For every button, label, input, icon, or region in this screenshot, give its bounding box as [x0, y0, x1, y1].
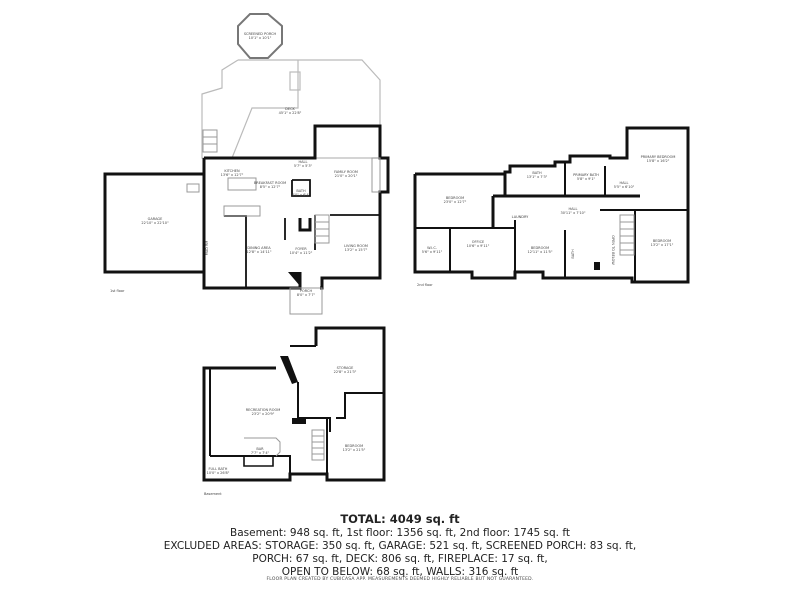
svg-text:BEDROOM: BEDROOM [653, 239, 671, 243]
svg-text:12'8" x 14'11": 12'8" x 14'11" [246, 250, 271, 254]
excluded-areas-line2: PORCH: 67 sq. ft, DECK: 806 sq. ft, FIRE… [252, 553, 548, 565]
garage-walls [103, 172, 206, 274]
svg-text:10'4" x 11'2": 10'4" x 11'2" [290, 251, 313, 255]
svg-text:5'6" x 9'11": 5'6" x 9'11" [422, 250, 443, 254]
svg-text:MUD RM: MUD RM [205, 241, 209, 256]
svg-text:HALL: HALL [569, 207, 578, 211]
svg-text:DECK: DECK [285, 107, 295, 111]
svg-text:22'8" x 21'3": 22'8" x 21'3" [334, 370, 357, 374]
excluded-areas-line3: OPEN TO BELOW: 68 sq. ft, WALLS: 316 sq.… [281, 566, 519, 578]
svg-text:BEDROOM: BEDROOM [345, 444, 363, 448]
porch-outline [289, 287, 323, 315]
svg-text:STORAGE: STORAGE [337, 366, 354, 370]
svg-text:BEDROOM: BEDROOM [446, 196, 464, 200]
first-floor-plan: 1st floor [103, 13, 390, 315]
svg-text:23'0" x 12'7": 23'0" x 12'7" [444, 200, 467, 204]
svg-text:LAUNDRY: LAUNDRY [512, 215, 530, 219]
screened-porch-outline [237, 13, 283, 59]
svg-text:8'5" x 12'7": 8'5" x 12'7" [260, 185, 281, 189]
svg-text:PRIMARY BATH: PRIMARY BATH [573, 173, 599, 177]
svg-text:2nd floor: 2nd floor [417, 283, 433, 287]
svg-text:DINING AREA: DINING AREA [247, 246, 271, 250]
svg-text:BAR: BAR [256, 447, 264, 451]
svg-text:10'1" x 10'1": 10'1" x 10'1" [249, 36, 272, 40]
svg-text:5'5" x 6'10": 5'5" x 6'10" [614, 185, 635, 189]
svg-text:13'2" x 21'5": 13'2" x 21'5" [343, 448, 366, 452]
svg-text:22'10" x 22'10": 22'10" x 22'10" [141, 221, 169, 225]
svg-text:13'2" x 15'7": 13'2" x 15'7" [345, 248, 368, 252]
svg-text:1st floor: 1st floor [110, 289, 125, 293]
svg-text:FULL BATH: FULL BATH [209, 467, 228, 471]
svg-text:BREAKFAST ROOM: BREAKFAST ROOM [254, 181, 286, 185]
svg-text:7'7" x 7'4": 7'7" x 7'4" [251, 451, 270, 455]
svg-text:45'1" x 22'8": 45'1" x 22'8" [279, 111, 302, 115]
total-area: TOTAL: 4049 sq. ft [340, 512, 460, 526]
svg-text:FAMILY ROOM: FAMILY ROOM [334, 170, 358, 174]
svg-text:10'6" x 9'11": 10'6" x 9'11" [467, 244, 490, 248]
svg-text:RECREATION ROOM: RECREATION ROOM [246, 408, 280, 412]
svg-text:21'0" x 20'1": 21'0" x 20'1" [335, 174, 358, 178]
svg-text:BEDROOM: BEDROOM [531, 246, 549, 250]
svg-text:12'11" x 11'5": 12'11" x 11'5" [527, 250, 552, 254]
svg-text:8'0" x 7'7": 8'0" x 7'7" [297, 293, 316, 297]
svg-text:HALL: HALL [299, 160, 308, 164]
second-floor-exterior-walls [413, 126, 690, 284]
svg-text:BATH: BATH [296, 189, 306, 193]
svg-text:PRIMARY BEDROOM: PRIMARY BEDROOM [641, 155, 676, 159]
svg-text:SCREENED PORCH: SCREENED PORCH [244, 32, 277, 36]
svg-text:KITCHEN: KITCHEN [224, 169, 240, 173]
svg-text:Basement: Basement [204, 492, 222, 496]
svg-text:BATH: BATH [532, 171, 542, 175]
svg-text:23'2" x 20'9": 23'2" x 20'9" [252, 412, 275, 416]
svg-text:15'8" x 16'2": 15'8" x 16'2" [647, 159, 670, 163]
svg-text:5'7" x 5'3": 5'7" x 5'3" [294, 164, 313, 168]
svg-text:FOYER: FOYER [295, 247, 307, 251]
excluded-areas-line1: EXCLUDED AREAS: STORAGE: 350 sq. ft, GAR… [163, 540, 637, 552]
svg-text:GARAGE: GARAGE [148, 217, 163, 221]
svg-text:OPEN TO BELOW: OPEN TO BELOW [611, 235, 615, 265]
floor-areas: Basement: 948 sq. ft, 1st floor: 1356 sq… [230, 527, 570, 539]
svg-text:PORCH: PORCH [300, 289, 313, 293]
svg-text:13'6" x 12'7": 13'6" x 12'7" [221, 173, 244, 177]
svg-text:6'0" x 6'4": 6'0" x 6'4" [292, 193, 311, 197]
svg-text:BATH: BATH [571, 249, 575, 259]
basement-plan: Basement [202, 326, 386, 496]
deck-outline [201, 59, 381, 159]
svg-text:HALL: HALL [620, 181, 629, 185]
disclaimer: FLOOR PLAN CREATED BY CUBICASA APP. MEAS… [266, 577, 534, 582]
svg-text:13'2" x 17'1": 13'2" x 17'1" [651, 243, 674, 247]
svg-text:LIVING ROOM: LIVING ROOM [344, 244, 368, 248]
svg-text:10'0" x 26'8": 10'0" x 26'8" [207, 471, 230, 475]
svg-text:13'1" x 7'3": 13'1" x 7'3" [527, 175, 548, 179]
svg-text:30'11" x 7'10": 30'11" x 7'10" [560, 211, 585, 215]
svg-text:W.I.C.: W.I.C. [427, 246, 437, 250]
basement-exterior-walls [202, 326, 386, 482]
svg-text:OFFICE: OFFICE [472, 240, 484, 244]
second-floor-plan: 2nd floor [413, 126, 690, 287]
svg-text:5'8" x 9'1": 5'8" x 9'1" [577, 177, 596, 181]
